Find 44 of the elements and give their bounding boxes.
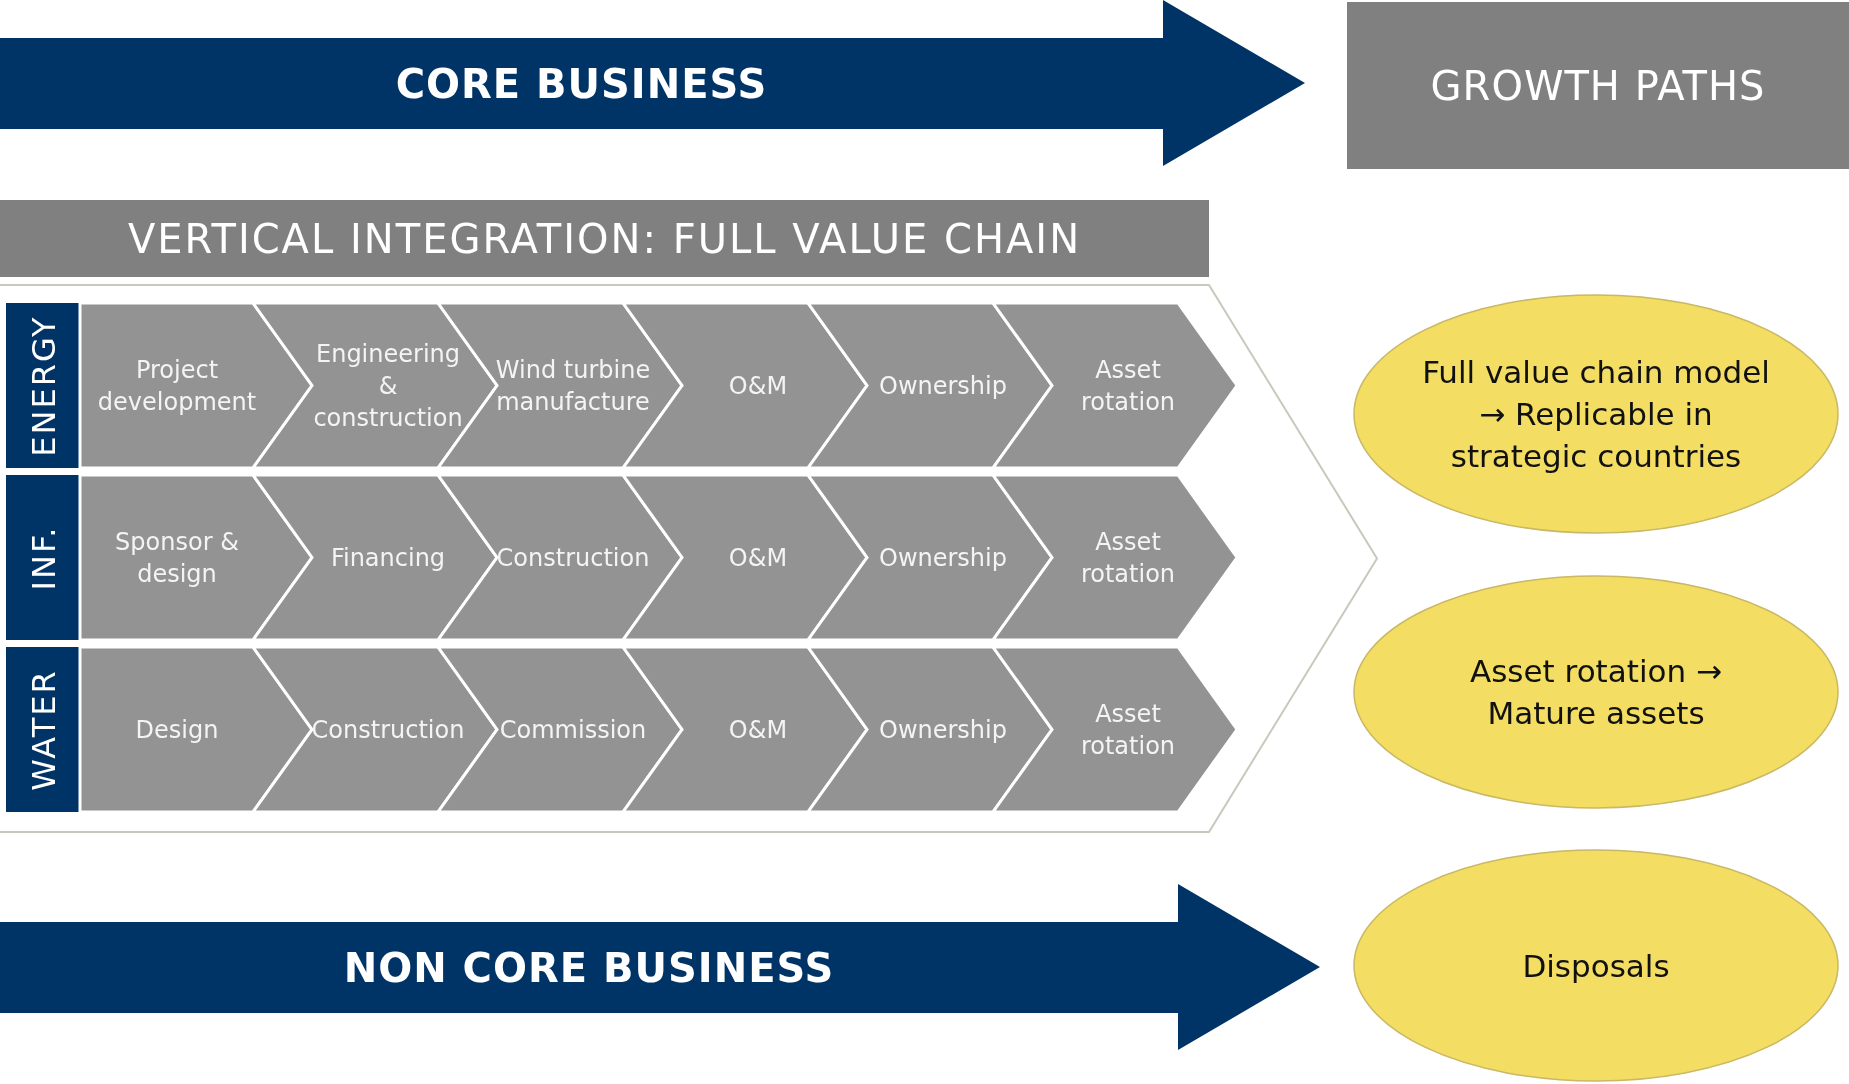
tab-label: WATER xyxy=(23,667,63,793)
row-label-tab xyxy=(6,647,80,812)
banner-label: NON CORE BUSINESS xyxy=(342,943,836,993)
step-label: O&M xyxy=(727,370,789,402)
step-label: O&M xyxy=(727,542,789,574)
row-label-tab xyxy=(6,303,80,468)
heading-box xyxy=(1347,2,1849,169)
oval-callout xyxy=(1353,294,1839,534)
tab-label: INF. xyxy=(23,524,63,592)
row-label-tab xyxy=(6,475,80,640)
step-label: Financing xyxy=(329,542,447,574)
callout-text: Full value chain model → Replicable in strategic countries xyxy=(1421,353,1771,476)
heading-text: VERTICAL INTEGRATION: FULL VALUE CHAIN xyxy=(126,214,1083,264)
step-label: Asset rotation xyxy=(1079,354,1177,418)
chevron-step xyxy=(808,647,1052,812)
arrow-banner xyxy=(0,884,1320,1050)
step-label: O&M xyxy=(727,714,789,746)
banner-label: CORE BUSINESS xyxy=(394,59,769,109)
step-label: Wind turbine manufacture xyxy=(495,354,651,418)
pentagon-outline xyxy=(0,285,1377,832)
tab-label: ENERGY xyxy=(23,313,63,459)
step-label: Construction xyxy=(310,714,466,746)
chevron-step xyxy=(808,303,1052,468)
step-label: Engineering & construction xyxy=(312,338,464,434)
step-label: Design xyxy=(134,714,220,746)
step-label: Ownership xyxy=(878,542,1008,574)
heading-text: GROWTH PATHS xyxy=(1429,61,1767,111)
step-label: Asset rotation xyxy=(1079,698,1177,762)
callout-text: Disposals xyxy=(1521,946,1671,986)
step-label: Sponsor & design xyxy=(114,526,240,590)
step-label: Ownership xyxy=(878,714,1008,746)
step-label: Ownership xyxy=(878,370,1008,402)
heading-band xyxy=(0,200,1209,277)
oval-callout xyxy=(1353,575,1839,809)
arrow-banner xyxy=(0,0,1305,166)
callout-text: Asset rotation → Mature assets xyxy=(1469,652,1723,733)
chevron-step xyxy=(253,647,497,812)
step-label: Project development xyxy=(96,354,258,418)
oval-callout xyxy=(1353,849,1839,1082)
chevron-step xyxy=(253,475,497,640)
chevron-step xyxy=(808,475,1052,640)
step-label: Commission xyxy=(498,714,648,746)
step-label: Construction xyxy=(495,542,651,574)
step-label: Asset rotation xyxy=(1079,526,1177,590)
